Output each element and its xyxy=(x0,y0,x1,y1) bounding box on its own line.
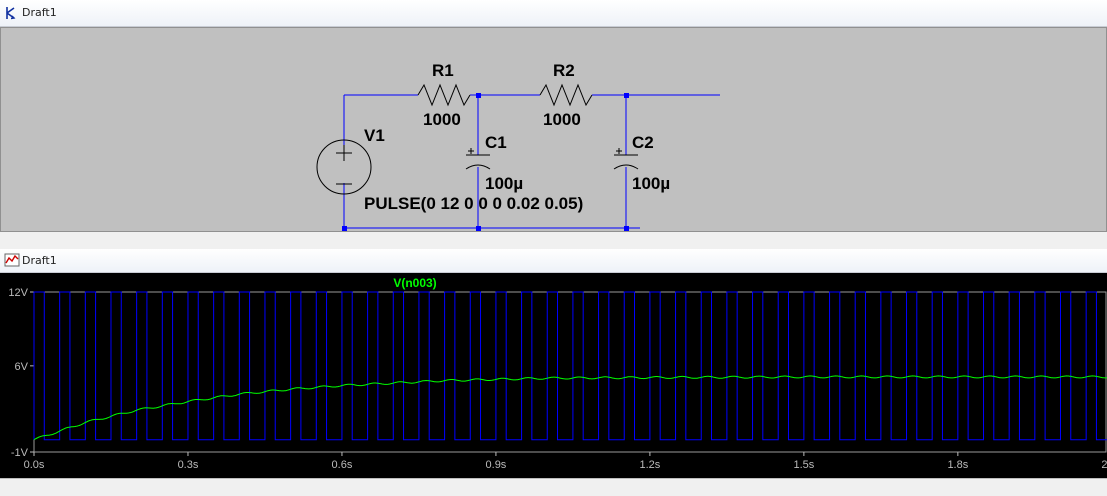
x-tick-label: 1.5s xyxy=(793,459,814,471)
c2-value-label: 100µ xyxy=(632,174,670,193)
schematic-canvas[interactable]: R1 1000 R2 1000 C1 100µ C2 100µ V1 PULSE… xyxy=(0,27,1107,232)
plot-window-title: Draft1 xyxy=(22,254,57,267)
y-tick-label: -1V xyxy=(11,447,29,459)
v-n003-series-line xyxy=(33,375,1107,441)
junction-dots xyxy=(342,93,629,231)
schematic-icon xyxy=(6,7,16,20)
x-tick-label: 2.1s xyxy=(1101,459,1107,471)
y-tick-label: 12V xyxy=(8,287,28,299)
c1-name-label: C1 xyxy=(485,133,507,152)
schematic-window-titlebar[interactable]: Draft1 xyxy=(0,0,1107,27)
r2-resistor[interactable] xyxy=(539,83,593,107)
x-tick-label: 1.2s xyxy=(640,459,661,471)
v1-value-label: PULSE(0 12 0 0 0 0.02 0.05) xyxy=(364,194,583,213)
schematic-window-title: Draft1 xyxy=(22,6,57,19)
pane-separator[interactable] xyxy=(0,233,1107,248)
v1-name-label: V1 xyxy=(364,126,385,145)
r1-name-label: R1 xyxy=(432,61,454,80)
pulse-series-line xyxy=(33,291,1107,441)
wires xyxy=(343,94,720,229)
r2-value-label: 1000 xyxy=(543,110,581,129)
trace-name-label[interactable]: V(n003) xyxy=(393,276,436,290)
v1-voltage-source[interactable] xyxy=(316,139,372,195)
c2-name-label: C2 xyxy=(632,133,654,152)
r1-resistor[interactable] xyxy=(417,83,471,107)
waveform-plot[interactable]: 12V 6V -1V0.0s 0.3s 0.6s 0.9s 1.2s 1.5s 1.8s 2.1s… xyxy=(0,273,1107,478)
waveform-icon xyxy=(4,253,20,267)
x-tick-label: 0.6s xyxy=(332,459,353,471)
c2-capacitor[interactable] xyxy=(613,148,639,170)
y-tick-label: 6V xyxy=(15,361,29,373)
c1-capacitor[interactable] xyxy=(465,148,491,170)
r2-name-label: R2 xyxy=(553,61,575,80)
x-tick-label: 0.9s xyxy=(486,459,507,471)
plot-frame xyxy=(33,291,1107,453)
x-tick-label: 0.0s xyxy=(24,459,45,471)
x-tick-label: 0.3s xyxy=(178,459,199,471)
x-tick-label: 1.8s xyxy=(947,459,968,471)
r1-value-label: 1000 xyxy=(423,110,461,129)
plot-window-titlebar[interactable]: Draft1 xyxy=(0,249,1107,273)
status-strip xyxy=(0,478,1107,496)
c1-value-label: 100µ xyxy=(485,174,523,193)
